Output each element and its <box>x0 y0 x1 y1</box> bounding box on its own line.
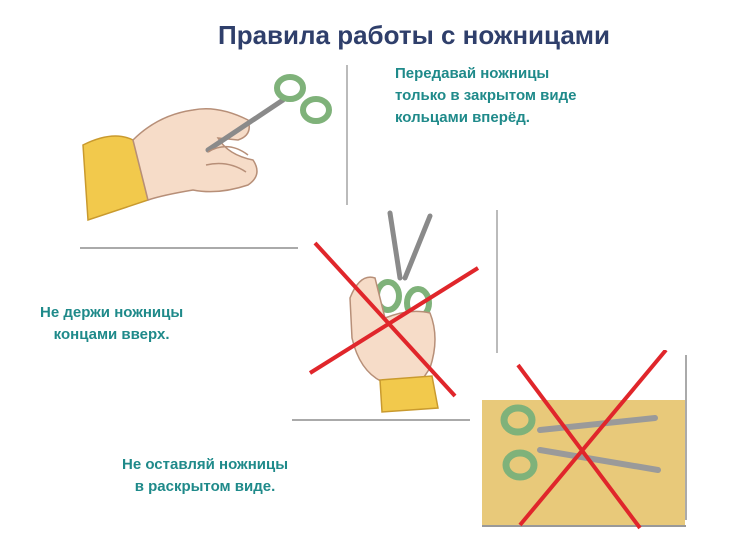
caption-line: кольцами вперёд. <box>395 109 530 126</box>
caption-line: Передавай ножницы <box>395 65 550 82</box>
rule-caption-pass-closed: Передавай ножницы только в закрытом виде… <box>395 63 576 129</box>
open-scissors-on-table-icon <box>482 350 687 530</box>
illustration-open-scissors <box>480 350 710 545</box>
rule-caption-no-tips-up: Не держи ножницы концами вверх. <box>40 302 183 346</box>
illustration-tips-up <box>290 208 505 423</box>
illustration-pass-closed <box>78 60 353 255</box>
caption-line: только в закрытом виде <box>395 87 577 104</box>
caption-line: Не держи ножницы <box>40 304 184 321</box>
caption-line: Не оставляй ножницы <box>122 456 289 473</box>
hand-holding-scissors-upward-icon <box>292 210 498 421</box>
caption-line: в раскрытом виде. <box>134 478 276 495</box>
hand-passing-closed-scissors-icon <box>80 65 348 249</box>
rule-caption-no-open: Не оставляй ножницы в раскрытом виде. <box>122 454 288 498</box>
caption-line: концами вверх. <box>53 326 170 343</box>
page-title: Правила работы с ножницами <box>218 20 611 50</box>
